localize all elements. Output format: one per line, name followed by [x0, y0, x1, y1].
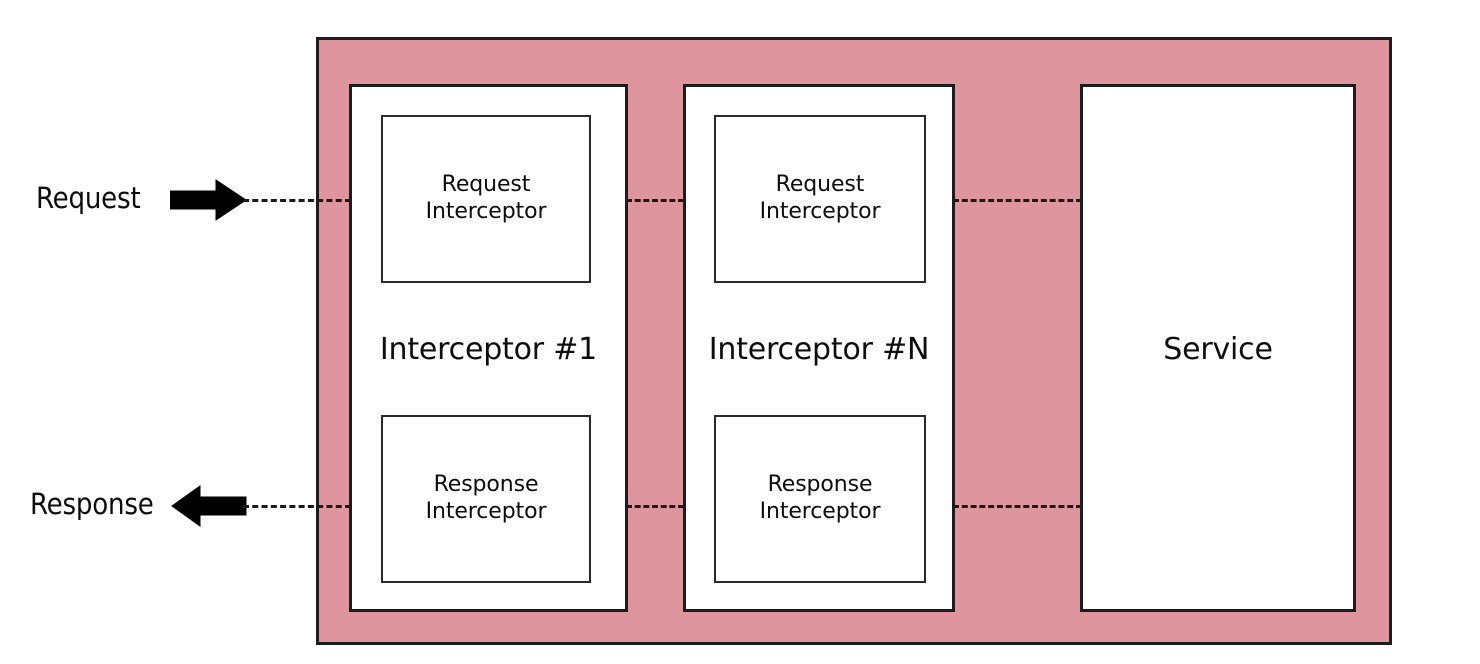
interceptor-1-response-interceptor-line1: Response: [433, 472, 539, 498]
arrow-right-icon: [170, 179, 247, 221]
interceptor-n-response-interceptor-box: Response Interceptor: [714, 415, 926, 583]
interceptor-1-request-interceptor-line1: Request: [441, 172, 531, 198]
service-card: Service: [1080, 84, 1356, 612]
connector-request-interceptor1-to-interceptorn: [626, 199, 684, 202]
connector-response-interceptorn-to-service: [953, 505, 1082, 508]
interceptor-n-title: Interceptor #N: [708, 332, 930, 367]
interceptor-n-request-interceptor-box: Request Interceptor: [714, 115, 926, 283]
interceptor-n-request-interceptor-line2: Interceptor: [759, 199, 881, 224]
request-flow-label: Request: [36, 181, 141, 215]
connector-request-arrow-to-interceptor1: [243, 199, 351, 202]
interceptor-1-response-interceptor-box: Response Interceptor: [381, 415, 591, 583]
interceptor-1-title: Interceptor #1: [379, 332, 598, 367]
connector-response-arrow-to-interceptor1: [243, 505, 351, 508]
interceptor-1-request-interceptor-line2: Interceptor: [425, 199, 547, 224]
arrow-left-icon: [171, 485, 247, 527]
interceptor-1-request-interceptor-box: Request Interceptor: [381, 115, 591, 283]
interceptor-n-request-interceptor-line1: Request: [775, 172, 865, 198]
service-title: Service: [1163, 332, 1273, 367]
connector-response-interceptor1-to-interceptorn: [626, 505, 684, 508]
interceptor-1-response-interceptor-line2: Interceptor: [425, 499, 547, 524]
response-flow-label: Response: [30, 487, 154, 521]
connector-request-interceptorn-to-service: [953, 199, 1082, 202]
interceptor-n-response-interceptor-line1: Response: [767, 472, 873, 498]
interceptor-n-response-interceptor-line2: Interceptor: [759, 499, 881, 524]
